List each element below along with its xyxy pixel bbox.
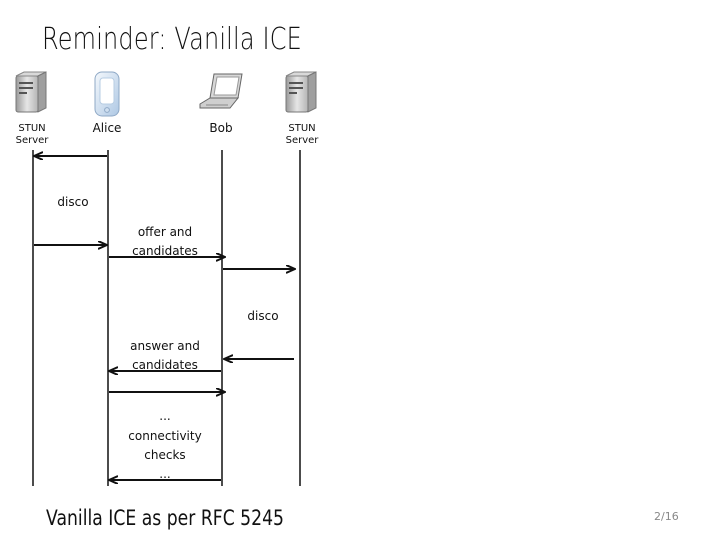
message-label: offer and xyxy=(138,225,192,239)
participant-label: Server xyxy=(286,135,320,146)
message-label: answer and xyxy=(130,339,200,353)
participant-label: Alice xyxy=(93,121,122,135)
message-label: disco xyxy=(57,195,88,209)
server-icon xyxy=(285,71,317,113)
slide-caption: Vanilla ICE as per RFC 5245 xyxy=(46,506,285,530)
phone-icon xyxy=(94,71,120,117)
participant-label: Server xyxy=(16,135,50,146)
message-label: checks xyxy=(144,448,185,462)
message-label: disco xyxy=(247,309,278,323)
laptop-icon xyxy=(199,73,243,109)
message-label: ... xyxy=(159,467,170,481)
page-number: 2/16 xyxy=(654,510,679,523)
message-label: connectivity xyxy=(128,429,201,443)
message-label: candidates xyxy=(132,358,198,372)
participant-label: STUN xyxy=(18,123,45,134)
participant-label: STUN xyxy=(288,123,315,134)
participant-label: Bob xyxy=(209,121,232,135)
server-icon xyxy=(15,71,47,113)
message-label: candidates xyxy=(132,244,198,258)
sequence-diagram: STUN Server Alice Bob STUN Server disco … xyxy=(15,71,320,486)
slide-title: Reminder: Vanilla ICE xyxy=(42,22,302,57)
message-label: ... xyxy=(159,409,170,423)
